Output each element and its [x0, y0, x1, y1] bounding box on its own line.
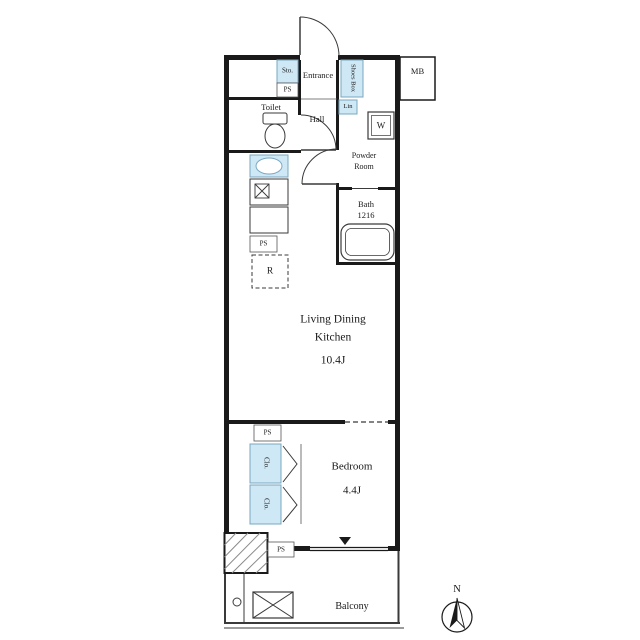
- toilet-label: Toilet: [261, 101, 281, 112]
- linen-label: Lin: [343, 102, 353, 110]
- balcony-drain-icon: [232, 597, 242, 607]
- entrance-door-icon: [299, 16, 340, 57]
- entrance-label: Entrance: [302, 69, 334, 80]
- toilet-icon: [262, 112, 288, 149]
- bedroom-size-label: 4.4J: [342, 484, 362, 497]
- interior-walls: [229, 60, 400, 424]
- bedroom-window-icon: [310, 546, 388, 552]
- ps-box-bottom: [267, 541, 295, 558]
- linen-box: [338, 99, 358, 115]
- ps-label-top: PS: [283, 85, 292, 94]
- shoes-box-label: Shoes Box: [349, 64, 357, 92]
- closet-2: [249, 484, 282, 525]
- meter-box-label: MB: [410, 65, 425, 76]
- ps-label-kitchen: PS: [259, 239, 268, 248]
- ps-box-partition: [253, 424, 282, 442]
- ldk-label-2: Kitchen: [314, 331, 352, 344]
- pillar-icon: [223, 532, 269, 574]
- kitchen-counter-icon: [249, 206, 289, 234]
- washer-label: W: [376, 120, 386, 131]
- bathtub-icon: [340, 223, 395, 261]
- window-marker-icon: [339, 537, 351, 545]
- balcony-label: Balcony: [335, 601, 369, 612]
- storage-label: Sto.: [281, 66, 294, 75]
- refrigerator-space-icon: [251, 254, 289, 289]
- compass-icon: [441, 597, 473, 633]
- evacuation-hatch-icon: [252, 591, 294, 619]
- ps-box-kitchen: [249, 235, 278, 253]
- shoes-box: [340, 59, 364, 98]
- ps-label-partition: PS: [263, 428, 272, 437]
- powder-room-door-icon: [301, 148, 338, 185]
- ps-box-top: [276, 82, 299, 98]
- closet-2-label: Clo.: [262, 498, 270, 510]
- compass-north-label: N: [453, 583, 461, 595]
- washer-pan-icon: [367, 111, 395, 140]
- closet-1: [249, 443, 282, 484]
- kitchen-sink-icon: [249, 154, 289, 178]
- stove-icon: [249, 178, 289, 206]
- hall-label: Hall: [309, 113, 325, 124]
- meter-box: [399, 56, 436, 101]
- bath-label: Bath: [357, 198, 375, 209]
- powder-room-label-1: Powder: [351, 151, 377, 160]
- ps-label-bottom: PS: [277, 545, 285, 553]
- closet-folding-doors-icon: [282, 444, 302, 524]
- powder-room-label-2: Room: [354, 162, 374, 171]
- closet-1-label: Clo.: [262, 457, 270, 469]
- refrigerator-label: R: [266, 266, 274, 277]
- bedroom-label: Bedroom: [331, 460, 373, 473]
- ldk-size-label: 10.4J: [320, 354, 346, 367]
- bath-size-label: 1216: [357, 209, 375, 220]
- ldk-label-1: Living Dining: [300, 313, 366, 326]
- balcony-outline: [224, 551, 404, 629]
